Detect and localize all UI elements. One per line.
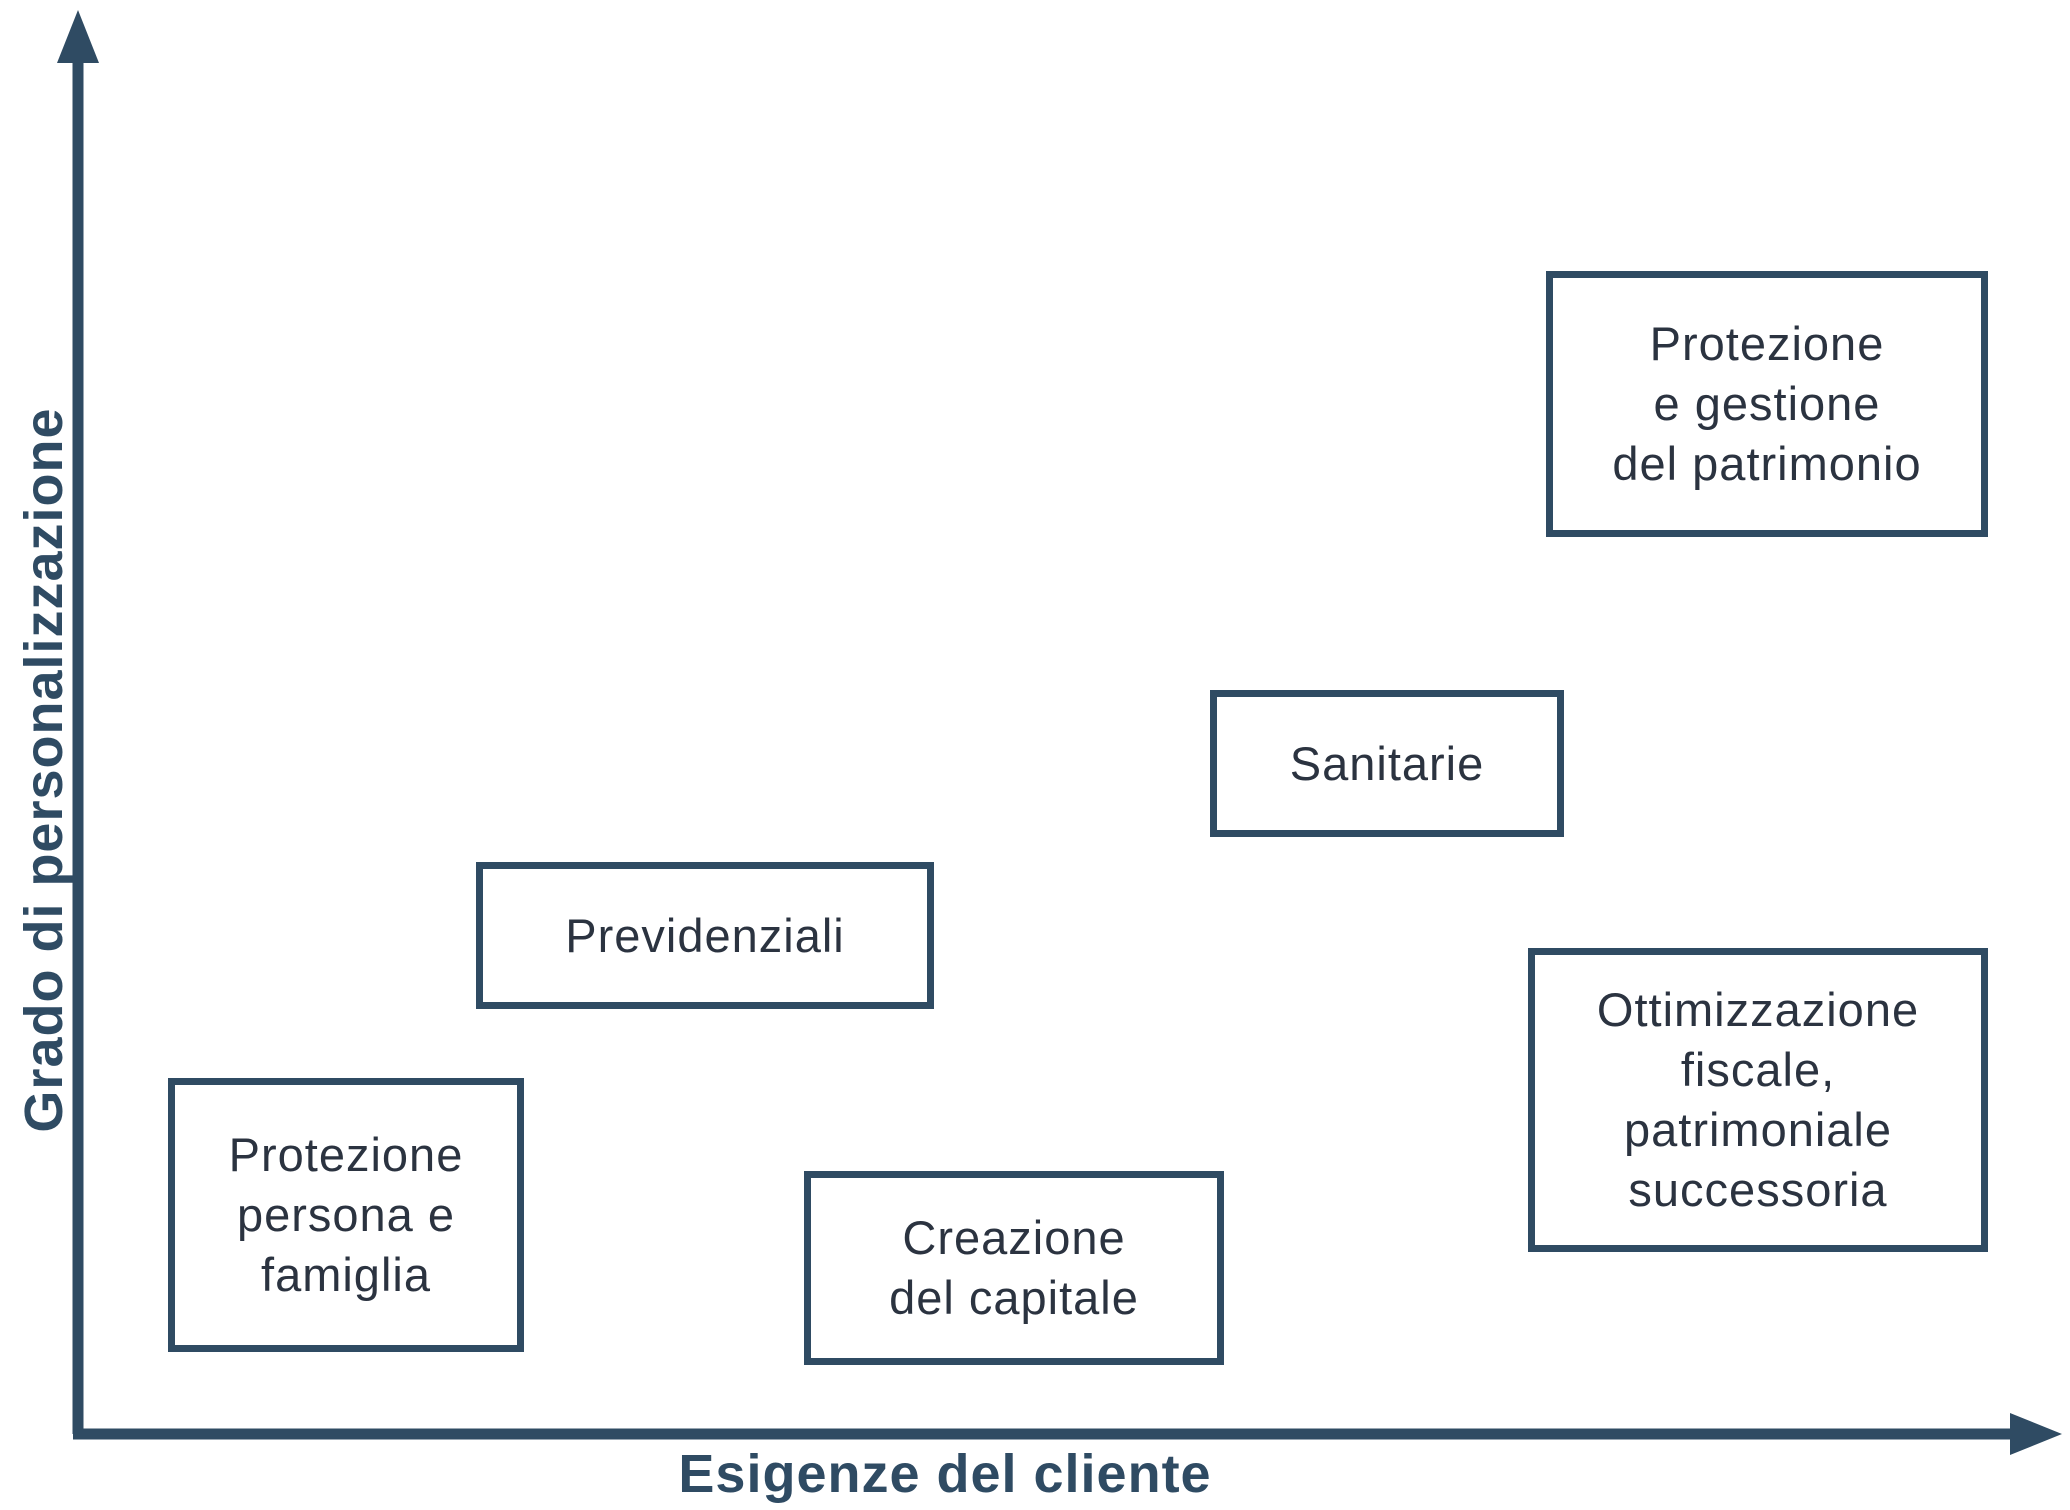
box-label: Sanitarie (1289, 736, 1485, 790)
box-creazione-capitale: Creazione del capitale (804, 1171, 1224, 1365)
box-protezione-persona-famiglia: Protezione persona e famiglia (168, 1078, 524, 1352)
box-label: Protezione persona e famiglia (228, 1128, 464, 1301)
x-axis-arrowhead (2010, 1413, 2062, 1455)
box-label: Creazione del capitale (889, 1211, 1139, 1324)
y-axis-label: Grado di personalizzazione (14, 407, 74, 1133)
x-axis-label: Esigenze del cliente (678, 1444, 1212, 1504)
box-ottimizzazione-fiscale: Ottimizzazione fiscale, patrimoniale suc… (1528, 948, 1988, 1252)
y-axis-arrowhead (57, 10, 99, 63)
box-label: Ottimizzazione fiscale, patrimoniale suc… (1596, 983, 1920, 1216)
box-label: Protezione e gestione del patrimonio (1612, 317, 1922, 490)
box-label: Previdenziali (565, 908, 845, 962)
box-previdenziali: Previdenziali (476, 862, 934, 1009)
box-protezione-gestione-patrimonio: Protezione e gestione del patrimonio (1546, 271, 1988, 537)
box-sanitarie: Sanitarie (1210, 690, 1564, 837)
